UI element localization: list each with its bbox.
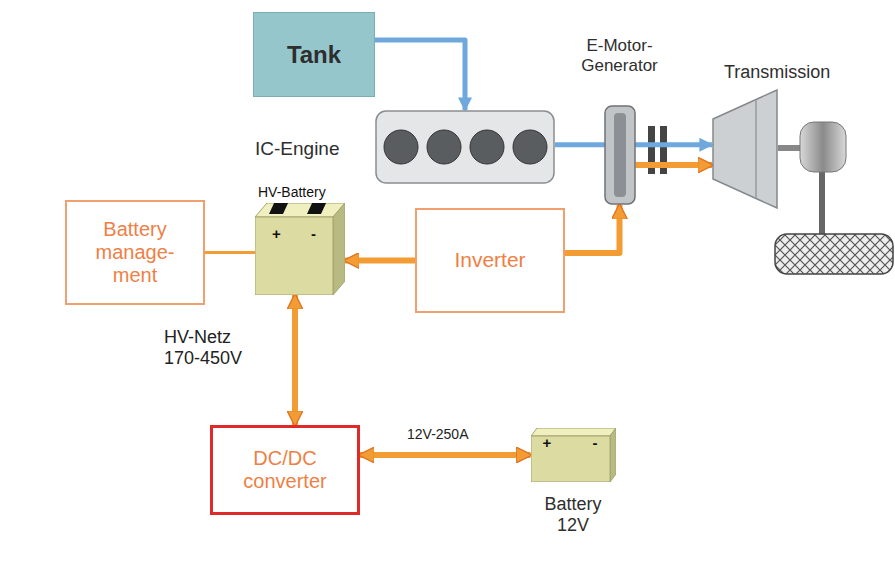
transmission-cone [712,89,778,209]
terminal-sign: - [593,434,598,482]
battery-label: HV-Battery [255,184,326,200]
transmission: Transmission [712,62,842,209]
box-label: Battery manage- ment [75,218,195,287]
power-flow-arrow [205,251,255,254]
engine-block [375,110,555,184]
terminal-sign: + [543,434,552,482]
power-flow-arrow [292,295,298,425]
terminal-sign: - [311,225,316,295]
battery-management-box: Battery manage- ment [65,200,205,305]
box-label: Inverter [454,248,525,272]
battery-label: Battery 12V [528,494,618,535]
power-flow-arrow [565,205,620,253]
fuel-line [375,40,465,110]
terminal-sign: + [272,225,281,295]
engine-label: IC-Engine [255,138,340,160]
power-flow-arrow [636,162,713,168]
edge-label: HV-Netz 170-450V [162,326,266,369]
hv-battery: HV-Battery +- [255,184,350,295]
hv-battery-body: +- [255,203,345,295]
dcdc-converter-box: DC/DC converter [210,425,360,515]
inverter-box: Inverter [415,208,565,313]
box-label: Tank [287,41,341,69]
ic-engine: IC-Engine [255,110,555,184]
power-flow-arrow [345,258,415,264]
motor-disc-outline [604,105,636,205]
hv-battery-body-outline [255,203,345,295]
edge-label: 12V-250A [405,425,499,443]
battery-12v: +- Battery 12V [528,428,618,535]
output-shaft [778,145,802,151]
box-label: DC/DC converter [221,447,349,493]
differential [800,122,846,172]
transmission-cone-outline [712,89,778,209]
motor-disc [604,105,636,205]
transmission-label: Transmission [712,62,830,83]
fuel-tank: Tank [253,12,375,97]
motor-label: E-Motor- Generator [562,36,677,75]
wheel-tire [775,234,893,274]
motor-generator: E-Motor- Generator [562,36,677,205]
battery-12v-body: +- [531,428,616,482]
axle [819,168,825,236]
power-flow-arrow [360,452,531,458]
engine-block-outline [375,110,555,184]
